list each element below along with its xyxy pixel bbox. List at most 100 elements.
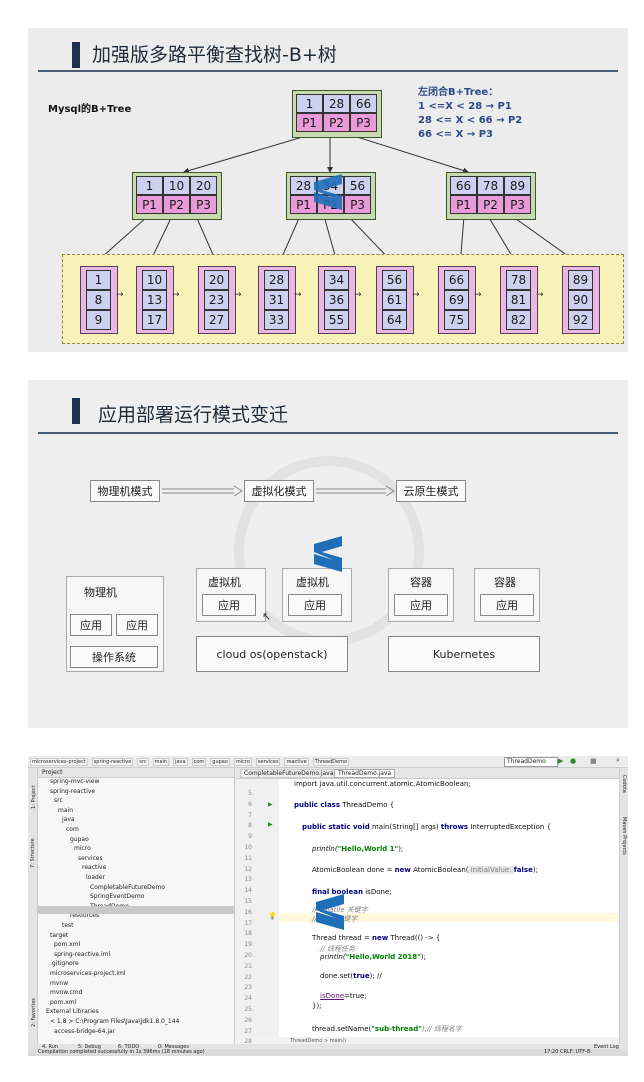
tree-item[interactable]: src [54, 797, 63, 805]
leaf-key: 90 [568, 290, 593, 310]
breadcrumb-item[interactable]: ThreadDemo [312, 758, 350, 766]
bottom-tool-bar [28, 1044, 628, 1049]
line-number: 17 [244, 919, 252, 927]
mysql-label: Mysql的B+Tree [48, 104, 132, 115]
line-number: 5 [248, 790, 252, 797]
editor-footer-crumb[interactable]: ThreadDemo > main() [290, 1038, 347, 1044]
tree-item[interactable]: resources [70, 912, 100, 920]
right-tool-strip [619, 768, 628, 1044]
tree-item[interactable]: microservices-project.iml [50, 970, 126, 977]
tree-item[interactable]: micro [74, 845, 91, 853]
tree-item[interactable]: .gitignore [50, 960, 79, 968]
project-tool-tab[interactable]: 1: Project [31, 785, 37, 809]
project-label[interactable]: Project [42, 769, 63, 776]
tree-item[interactable]: main [58, 806, 73, 814]
breadcrumb-item[interactable]: microservices-project [30, 758, 88, 766]
breadcrumb-item[interactable]: micro [233, 758, 252, 766]
maven-tool-tab[interactable]: Maven Projects [621, 817, 627, 855]
tree-item[interactable]: CompletableFutureDemo [90, 883, 166, 891]
breadcrumb-item[interactable]: main [152, 758, 170, 766]
breadcrumb-item[interactable]: spring-reactive [91, 758, 134, 766]
tool-tab-messages[interactable]: 0: Messages [158, 1044, 189, 1050]
run-config-select[interactable]: ThreadDemo [504, 757, 558, 767]
code-line-final: final boolean isDone; [312, 888, 392, 896]
tree-item[interactable]: SpringEventDemo [90, 893, 145, 901]
stage-physical: 物理机模式 [90, 480, 160, 502]
tree-item[interactable]: pom.xml [50, 998, 77, 1006]
stage-cloud-native: 云原生模式 [396, 480, 466, 502]
stage-virtual: 虚拟化模式 [244, 480, 314, 502]
line-number: 18 [244, 930, 252, 938]
tab-completable[interactable]: CompletableFutureDemo.java [240, 769, 338, 778]
tool-tab-run[interactable]: 4: Run [42, 1044, 59, 1050]
tool-tab-debug[interactable]: 5: Debug [78, 1044, 101, 1050]
tab-threaddemo[interactable]: ThreadDemo.java [334, 769, 396, 778]
run-gutter-icon-2[interactable]: ▶ [268, 821, 273, 828]
tree-item[interactable]: test [62, 922, 74, 929]
line-number: 21 [244, 962, 252, 970]
breadcrumb-item[interactable]: java [173, 758, 188, 766]
breadcrumb-item[interactable]: gupao [210, 758, 230, 766]
tree-item[interactable]: mvnw.cmd [50, 989, 83, 997]
tree-item[interactable]: reactive [82, 864, 107, 872]
favorites-tool-tab[interactable]: 2: Favorites [31, 997, 37, 1027]
tree-item[interactable]: loader [86, 874, 105, 881]
tree-item[interactable]: spring-reactive.iml [54, 950, 111, 958]
cursor-icon: ↖ [262, 610, 272, 623]
logo-mark-2 [310, 534, 346, 574]
mid-node-3: 66 78 89 P1 P2 P3 [446, 172, 536, 220]
line-number: 23 [244, 984, 252, 992]
breadcrumb-item[interactable]: reactive [284, 758, 309, 766]
tree-item[interactable]: pom.xml [54, 941, 81, 949]
root-key-3: 66 [350, 94, 377, 113]
breadcrumb-item[interactable]: com [191, 758, 207, 766]
code-line-close: }); [312, 1002, 322, 1010]
run-gutter-icon-1[interactable]: ▶ [268, 801, 273, 808]
tree-item[interactable]: java [62, 816, 75, 824]
line-number: 9 [248, 833, 252, 841]
tree-item[interactable]: < 1.8 > C:\Program Files\Java\jdk1.8.0_1… [50, 1018, 180, 1025]
tree-item[interactable]: spring-mvc-view [50, 778, 100, 785]
breadcrumb-item[interactable]: src [137, 758, 149, 766]
run-icon[interactable]: ▶ [558, 757, 564, 765]
line-number: 10 [244, 844, 252, 851]
tree-item[interactable]: target [50, 931, 69, 939]
leaf-key: 64 [382, 310, 407, 330]
leaf-key: 92 [568, 310, 593, 330]
breadcrumb-item[interactable]: services [255, 758, 281, 766]
mid-node-1: 1 10 20 P1 P2 P3 [132, 172, 222, 220]
kubernetes-box: Kubernetes [388, 636, 540, 672]
selected-row-highlight [38, 906, 234, 914]
tree-item[interactable]: com [66, 826, 79, 833]
vm-1-app: 应用 [202, 594, 256, 616]
debug-icon[interactable]: ● [570, 757, 577, 765]
container-1-title: 容器 [410, 576, 432, 589]
leaf-link-arrow: → [294, 290, 302, 300]
tree-item[interactable]: spring-reactive [50, 787, 96, 795]
leaf-link-arrow: → [412, 290, 420, 300]
leaf-key: 13 [142, 290, 167, 310]
codota-tool-tab[interactable]: Codota [621, 775, 627, 793]
event-log[interactable]: Event Log [594, 1044, 619, 1050]
code-line-isdone: isDone=true; [320, 992, 367, 1000]
structure-tool-tab[interactable]: 7: Structure [30, 838, 36, 868]
tree-item[interactable]: mvnw [50, 979, 69, 987]
editor-gutter [235, 779, 279, 1037]
bulb-icon[interactable]: 💡 [268, 912, 277, 920]
editor-area[interactable] [279, 779, 628, 1037]
title-underline [38, 70, 618, 72]
leaf-key: 20 [204, 270, 229, 290]
code-line-class: public class ThreadDemo { [294, 801, 395, 809]
stop-icon[interactable]: ■ [590, 757, 597, 765]
tree-item[interactable]: access-bridge-64.jar [54, 1027, 116, 1035]
tree-item[interactable]: services [78, 854, 103, 862]
tree-item[interactable]: External Libraries [46, 1008, 99, 1016]
code-line-comment3: // 线程任务 [320, 945, 355, 953]
root-node: 1 28 66 P1 P2 P3 [292, 90, 382, 138]
leaf-key: 1 [86, 270, 111, 290]
tree-item[interactable]: gupao [70, 835, 89, 843]
search-icon[interactable]: ⌕ [616, 756, 620, 764]
leaf-key: 55 [324, 310, 349, 330]
tool-tab-todo[interactable]: 6: TODO [118, 1044, 140, 1050]
